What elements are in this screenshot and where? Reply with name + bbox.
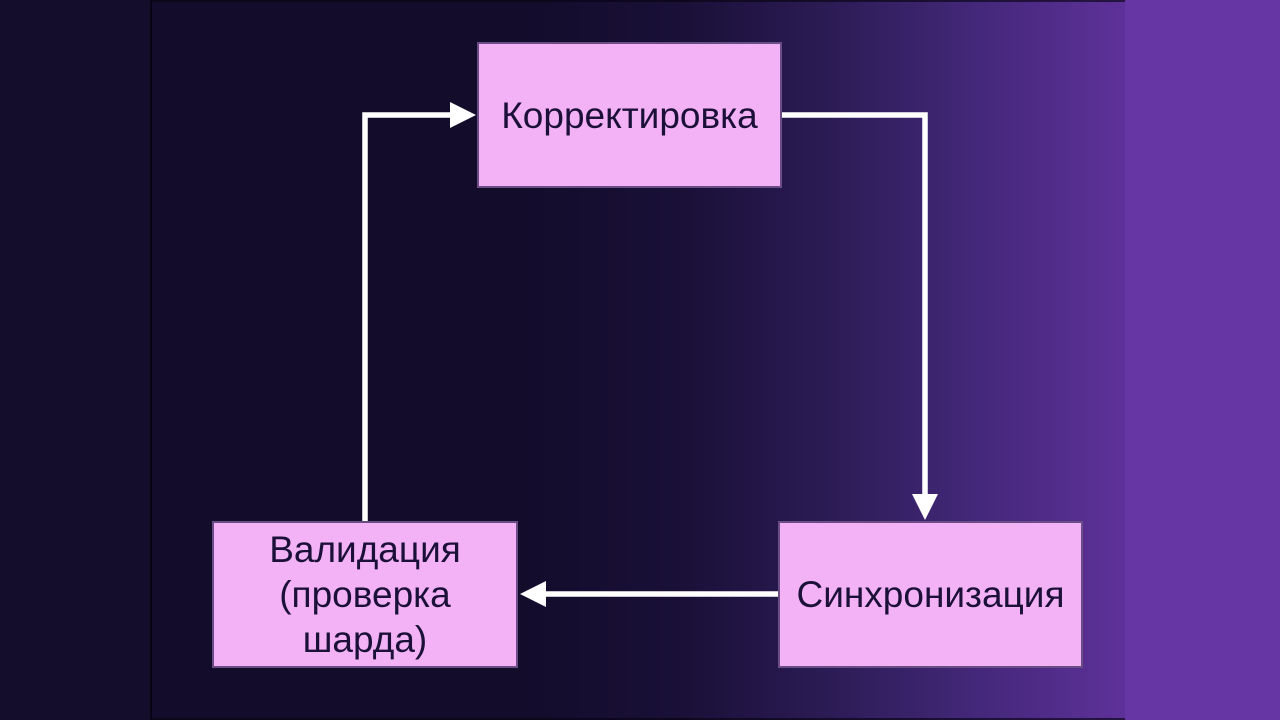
node-correction: Корректировка [477, 42, 782, 188]
edge-sync-to-validation [520, 581, 778, 607]
node-correction-label: Корректировка [501, 94, 758, 136]
background-right-bar [1125, 0, 1280, 720]
node-validation-label: Валидация (проверка шарда) [269, 529, 461, 660]
arrowhead-left-icon [520, 581, 546, 607]
node-synchronization-label: Синхронизация [796, 574, 1065, 615]
edge-validation-to-correction [362, 102, 476, 521]
arrowhead-right-icon [450, 102, 476, 128]
edge-correction-to-sync [782, 112, 938, 520]
arrowhead-down-icon [912, 494, 938, 520]
node-validation: Валидация (проверка шарда) [212, 521, 518, 668]
node-synchronization: Синхронизация [778, 521, 1083, 668]
background-left-bar [0, 0, 150, 720]
